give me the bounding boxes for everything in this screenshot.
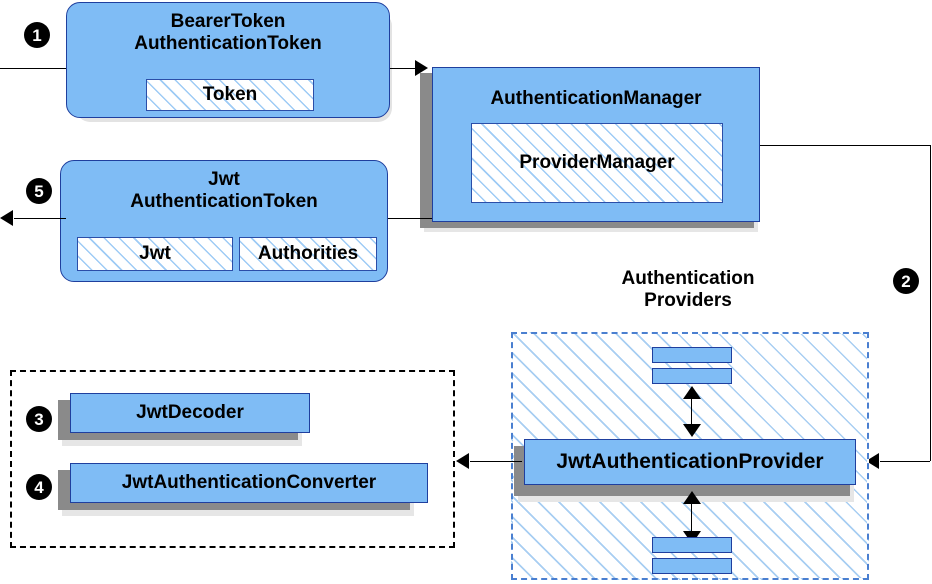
node-authentication-manager[interactable]: AuthenticationManager ProviderManager [432,67,760,222]
arrowhead-provider-bottom-up [683,491,701,504]
jwt-token-inner-jwt: Jwt [77,237,233,271]
arrowhead-token-to-manager [415,60,428,76]
connector-manager-right [760,145,930,146]
connector-manager-to-jwt-token [388,218,432,219]
node-jwt-authentication-provider[interactable]: JwtAuthenticationProvider [524,439,856,485]
authentication-providers-caption: Authentication Providers [565,268,811,312]
marker-4: 4 [26,474,52,500]
marker-2: 2 [893,268,919,294]
arrowhead-into-provider [866,453,879,469]
connector-right-down [930,145,931,461]
connector-request-in [0,68,68,69]
stub-provider-top-1 [652,347,732,363]
stub-provider-bottom-2 [652,558,732,574]
marker-1: 1 [24,22,50,48]
connector-response-out [14,218,66,219]
stub-provider-bottom-1 [652,537,732,553]
node-bearer-token-authentication-token[interactable]: BearerToken AuthenticationToken Token [66,2,390,118]
connector-provider-bottom [691,497,692,535]
bearer-token-title-line1: BearerToken [170,11,286,32]
node-jwt-authentication-token[interactable]: Jwt AuthenticationToken Jwt Authorities [60,160,388,282]
authentication-providers-caption-line1: Authentication [621,268,755,289]
connector-into-provider [880,461,930,462]
bearer-token-title-line2: AuthenticationToken [134,33,322,54]
bearer-token-inner-token: Token [146,79,314,111]
node-jwt-authentication-converter[interactable]: JwtAuthenticationConverter [70,463,428,503]
jwt-token-inner-authorities: Authorities [239,237,377,271]
connector-provider-to-tools [470,461,522,462]
jwt-token-title-line1: Jwt [208,169,240,190]
stub-provider-top-2 [652,368,732,384]
connector-token-to-manager [390,68,418,69]
arrowhead-provider-top-down [683,424,701,437]
authentication-providers-caption-line2: Providers [644,289,732,311]
jwt-tools-group [10,370,455,548]
arrowhead-provider-to-tools [456,453,469,469]
jwt-token-title-line2: AuthenticationToken [130,191,318,212]
node-jwt-decoder[interactable]: JwtDecoder [70,393,310,433]
auth-manager-title: AuthenticationManager [490,88,702,109]
marker-3: 3 [26,406,52,432]
marker-5: 5 [26,178,52,204]
arrowhead-provider-top-up [683,386,701,399]
arrowhead-response-out [0,210,13,226]
connector-provider-top [691,392,692,428]
auth-manager-inner-provider-manager: ProviderManager [471,123,723,203]
